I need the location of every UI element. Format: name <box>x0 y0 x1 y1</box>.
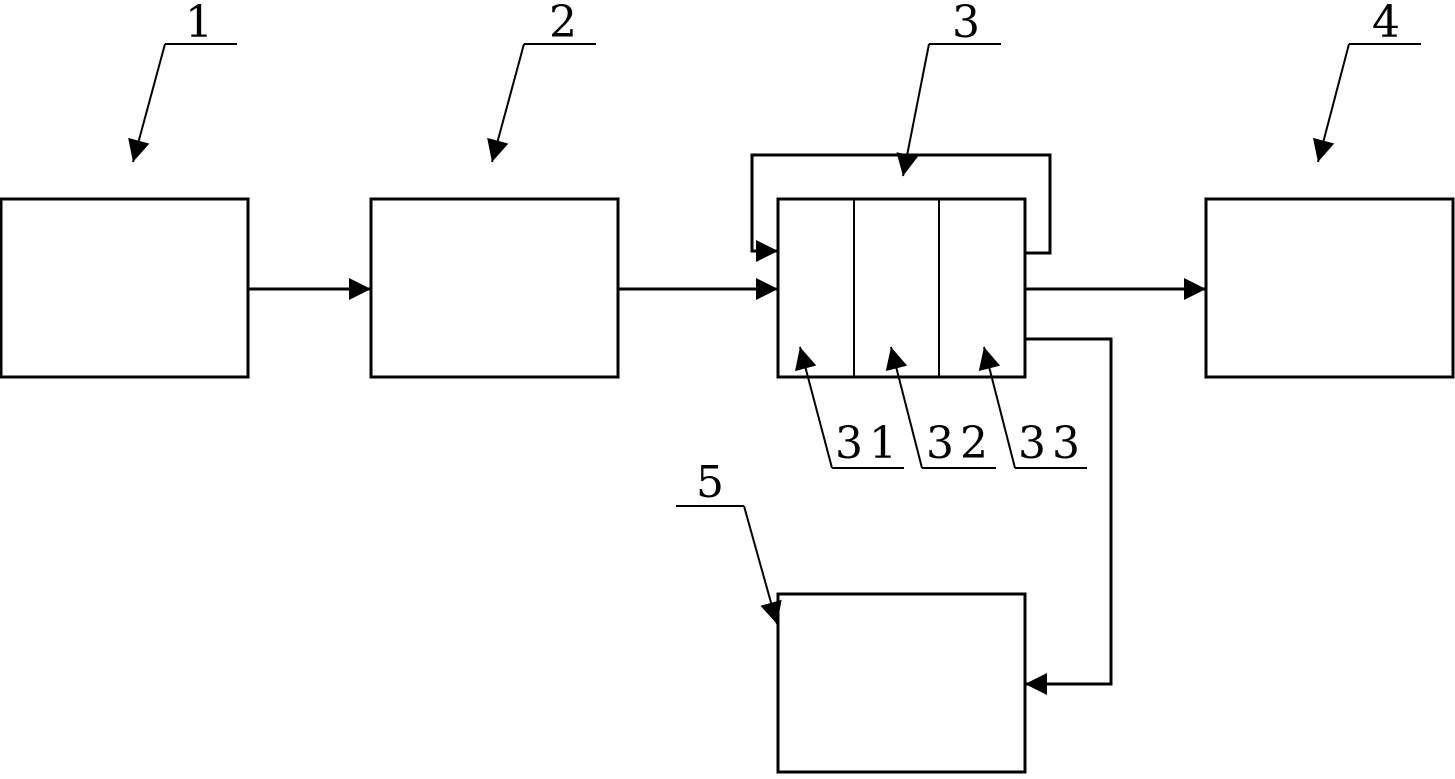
label-section-32: 32 <box>926 418 994 469</box>
block-4 <box>1204 197 1455 379</box>
block-1 <box>0 197 250 379</box>
label-block-2: 2 <box>549 0 577 48</box>
leader-arrow-4 <box>1312 43 1350 163</box>
leader-arrow-1 <box>128 43 166 163</box>
leader-arrow-2 <box>487 43 525 163</box>
label-block-4: 4 <box>1372 0 1400 48</box>
leader-arrow-31 <box>794 346 833 469</box>
leader-arrow-5 <box>743 505 782 625</box>
leader-arrow-3 <box>896 43 930 177</box>
leader-arrow-33 <box>978 346 1016 469</box>
block-3 <box>776 197 1027 379</box>
block-2 <box>369 197 620 379</box>
feedback-loop-arrow <box>750 153 1052 262</box>
label-block-1: 1 <box>185 0 213 48</box>
label-section-31: 31 <box>835 418 903 469</box>
label-block-5: 5 <box>696 457 724 508</box>
leader-arrow-32 <box>885 346 923 469</box>
label-block-3: 3 <box>952 0 980 48</box>
block-5 <box>776 592 1027 774</box>
arrow-3-to-5 <box>1025 337 1113 695</box>
label-section-33: 33 <box>1018 418 1086 469</box>
